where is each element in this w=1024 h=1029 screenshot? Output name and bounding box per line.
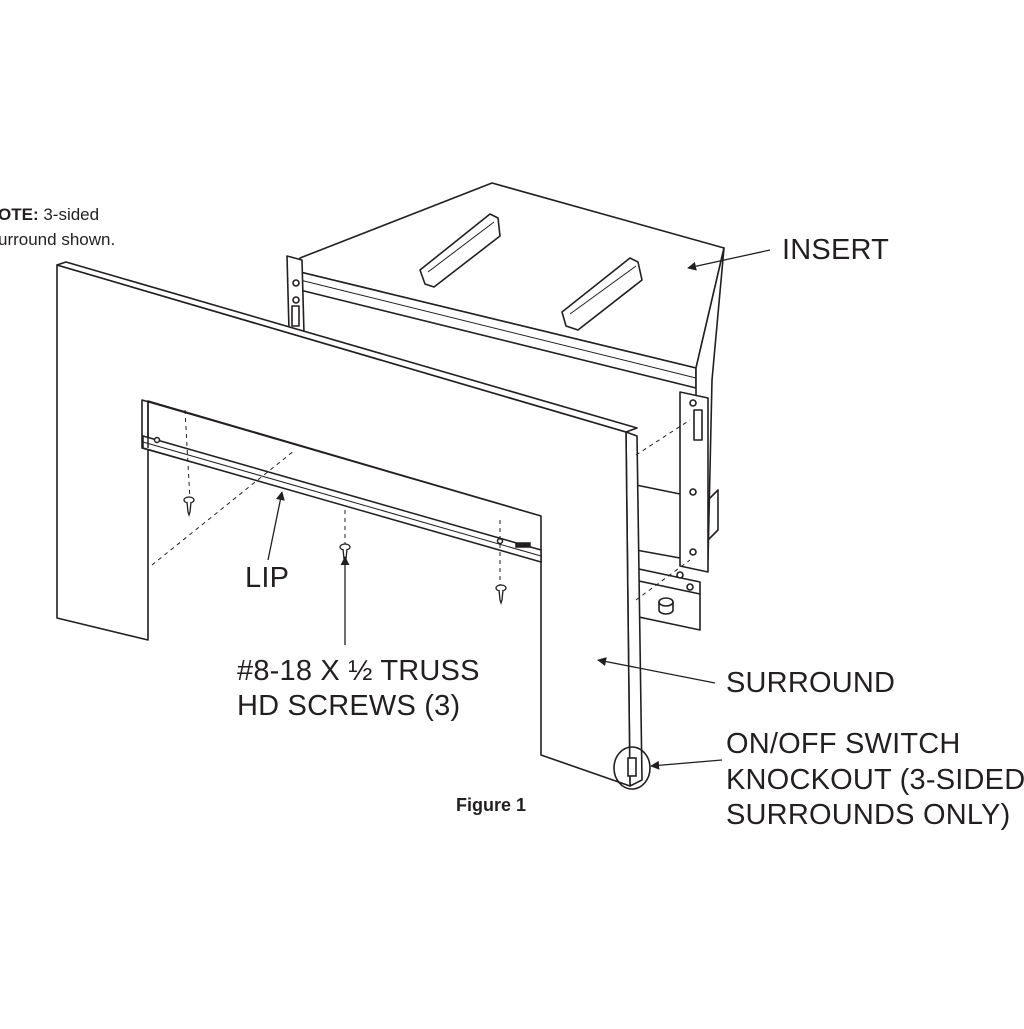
hidden-lines: [151, 409, 691, 601]
switch-label-line-2: KNOCKOUT (3-SIDED: [726, 764, 1024, 796]
screws-label-line-1: #8-18 X ½ TRUSS: [237, 655, 480, 687]
note-text: OTE: 3-sided urround shown.: [0, 202, 115, 252]
surround-frame: [56, 261, 643, 787]
note-line-2: urround shown.: [0, 230, 116, 249]
lip-leader: [267, 491, 285, 561]
switch-label-line-1: ON/OFF SWITCH: [726, 728, 961, 760]
switch-knockout: [613, 746, 651, 790]
screws-label-line-2: HD SCREWS (3): [237, 690, 461, 722]
screw-right: [495, 584, 507, 606]
insert-leader: [687, 249, 771, 271]
screw-left: [183, 496, 195, 518]
leader-lines: [267, 249, 771, 770]
insert-label: INSERT: [782, 234, 890, 266]
note-line-1-rest: 3-sided: [38, 205, 100, 224]
surround-leader: [597, 657, 716, 684]
switch-label-line-3: SURROUNDS ONLY): [726, 799, 1011, 831]
figure-caption: Figure 1: [456, 795, 527, 815]
lip-label: LIP: [245, 562, 290, 594]
note-bold: OTE:: [0, 205, 39, 224]
lip-rail: [142, 401, 542, 563]
truss-screws: [183, 496, 507, 606]
insert-unit: [286, 182, 725, 631]
surround-label: SURROUND: [726, 667, 896, 699]
note-line-1: OTE: 3-sided: [0, 202, 115, 227]
screw-center: [339, 543, 351, 565]
switch-leader: [650, 759, 723, 770]
